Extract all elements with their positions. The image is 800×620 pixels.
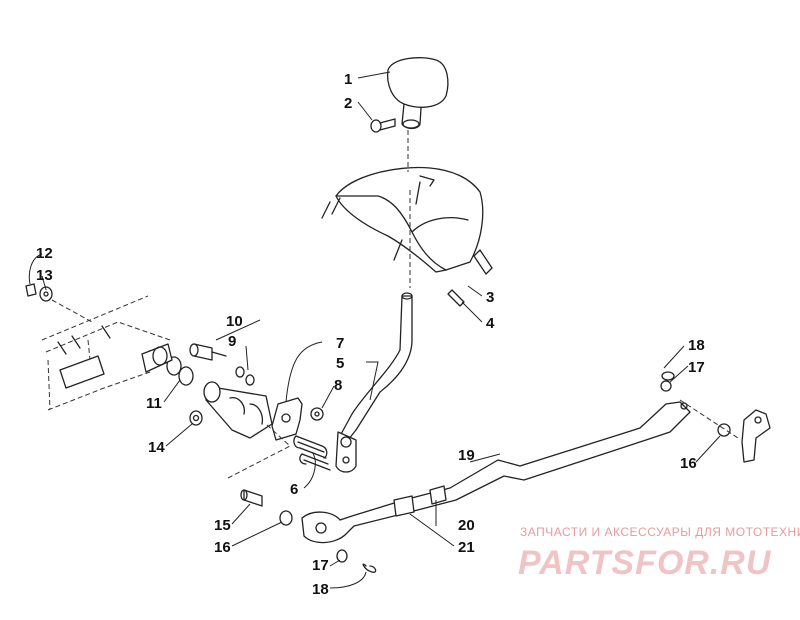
assembly-line-lower: [227, 423, 291, 479]
set-screw: [370, 118, 396, 133]
shift-gate-cover: [321, 166, 493, 275]
callout-9: 9: [228, 333, 236, 350]
callout-10: 10: [226, 313, 243, 330]
callout-7: 7: [336, 335, 344, 352]
callout-16-right: 16: [680, 455, 697, 472]
assembly-line-right: [679, 399, 739, 439]
callout-17-left: 17: [312, 557, 329, 574]
pivot-shaft: [203, 381, 273, 439]
callout-6: 6: [290, 481, 298, 498]
callout-21: 21: [458, 539, 475, 556]
bolt-12-washer-13: [25, 283, 93, 323]
assembly-line: [407, 130, 411, 288]
callout-5: 5: [336, 355, 344, 372]
watermark-logo: PARTSFOR.RU: [518, 544, 772, 582]
washer-17-right: [660, 380, 672, 392]
ball-stud-15: [240, 489, 263, 507]
callout-20: 20: [458, 517, 475, 534]
callout-2: 2: [344, 95, 352, 112]
frame-section: [41, 295, 173, 411]
callout-16-left: 16: [214, 539, 231, 556]
callout-14: 14: [148, 439, 165, 456]
o-rings-11: [166, 356, 194, 386]
washer-16-right: [717, 423, 731, 437]
callout-18-left: 18: [312, 581, 329, 598]
callout-labels: 1 2 3 4 5 6 7 8 9 10 11 12 13 14 15 16 1…: [36, 71, 705, 598]
clip-18-right: [661, 371, 675, 381]
gate-pin: [447, 289, 465, 307]
callout-18-right: 18: [688, 337, 705, 354]
washer-16-left: [279, 510, 293, 526]
callout-11: 11: [146, 395, 162, 412]
callout-15: 15: [214, 517, 231, 534]
callout-12: 12: [36, 245, 53, 262]
washer-17-left: [336, 549, 348, 563]
callout-3: 3: [486, 289, 494, 306]
callout-8: 8: [334, 377, 342, 394]
shift-lever: [335, 292, 413, 473]
callout-1: 1: [344, 71, 352, 88]
callout-19: 19: [458, 447, 475, 464]
ball-stud-right: [741, 409, 771, 463]
nut-14: [189, 410, 203, 426]
pivot-bracket: [271, 397, 303, 441]
shift-rod: [301, 401, 691, 544]
callout-13: 13: [36, 267, 53, 284]
leader-lines: [28, 71, 721, 589]
bolt-10: [189, 343, 227, 361]
shift-knob: [386, 57, 449, 130]
callout-4: 4: [486, 315, 495, 332]
return-spring: [293, 435, 331, 471]
washer-8: [310, 407, 324, 421]
clip-18-left: [362, 563, 377, 573]
nut-9: [235, 366, 255, 386]
watermark: ЗАПЧАСТИ И АКСЕССУАРЫ ДЛЯ МОТОТЕХНИКИ PA…: [518, 525, 800, 582]
callout-17-right: 17: [688, 359, 705, 376]
watermark-tagline: ЗАПЧАСТИ И АКСЕССУАРЫ ДЛЯ МОТОТЕХНИКИ: [520, 525, 800, 539]
